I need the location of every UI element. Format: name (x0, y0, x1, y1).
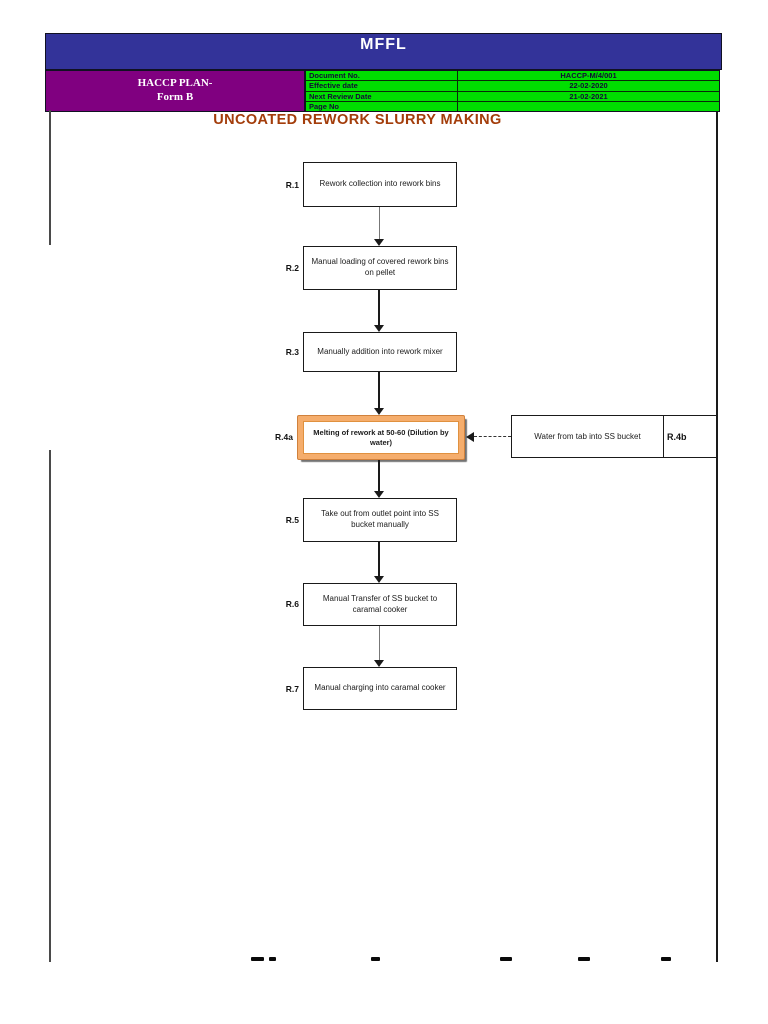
page-title: UNCOATED REWORK SLURRY MAKING (213, 112, 502, 128)
flow-arrow (379, 626, 380, 660)
review-date-label: Next Review Date (306, 91, 458, 101)
table-row: Effective date 22-02-2020 (306, 81, 719, 92)
arrow-down-icon (374, 660, 384, 667)
flow-step-r7: Manual charging into caramal cooker (303, 667, 457, 710)
flow-step-r4a-highlighted: Melting of rework at 50-60 (Dilution by … (297, 415, 465, 460)
clipped-text-fragment (661, 957, 671, 961)
flow-step-r6: Manual Transfer of SS bucket to caramal … (303, 583, 457, 626)
form-title-line1: HACCP PLAN- (137, 77, 213, 90)
arrow-down-icon (374, 576, 384, 583)
clipped-text-fragment (269, 957, 276, 961)
review-date-value: 21-02-2021 (569, 91, 608, 101)
document-info-table: Document No. HACCP-M/4/001 Effective dat… (305, 70, 720, 112)
flow-arrow (378, 372, 380, 408)
right-border-line (716, 112, 718, 962)
page-no-label: Page No (306, 101, 458, 111)
doc-no-value: HACCP-M/4/001 (560, 71, 617, 81)
step-id-r3: R.3 (285, 347, 299, 357)
doc-no-label: Document No. (306, 71, 458, 81)
form-title-cell: HACCP PLAN- Form B (45, 70, 305, 112)
arrow-down-icon (374, 325, 384, 332)
step-id-r1: R.1 (285, 180, 299, 190)
flow-step-r5: Take out from outlet point into SS bucke… (303, 498, 457, 542)
flow-arrow (379, 207, 380, 239)
company-banner: MFFL (45, 33, 722, 70)
flow-arrow (378, 290, 380, 325)
left-border-line (49, 110, 51, 245)
step-id-r4a: R.4a (275, 432, 293, 442)
dashed-connector (474, 436, 511, 437)
clipped-text-fragment (371, 957, 380, 961)
table-row: Page No (306, 101, 719, 111)
flow-step-r2: Manual loading of covered rework bins on… (303, 246, 457, 290)
arrow-down-icon (374, 491, 384, 498)
table-row: Next Review Date 21-02-2021 (306, 91, 719, 102)
arrow-down-icon (374, 239, 384, 246)
step-id-r4b: R.4b (667, 431, 687, 442)
arrow-left-icon (466, 432, 474, 442)
step-id-r5: R.5 (285, 515, 299, 525)
step-id-r6: R.6 (285, 599, 299, 609)
effective-date-value: 22-02-2020 (569, 81, 608, 91)
flow-step-r1: Rework collection into rework bins (303, 162, 457, 207)
flow-step-r4a-text: Melting of rework at 50-60 (Dilution by … (303, 421, 459, 454)
flow-step-r4b-text: Water from tab into SS bucket (512, 416, 664, 457)
form-title-line2: Form B (156, 91, 194, 103)
page-no-value (458, 102, 719, 111)
effective-date-label: Effective date (306, 81, 458, 91)
arrow-down-icon (374, 408, 384, 415)
clipped-text-fragment (578, 957, 590, 961)
left-border-line (49, 450, 51, 962)
table-row: Document No. HACCP-M/4/001 (306, 71, 719, 82)
company-name: MFFL (360, 36, 407, 53)
clipped-text-fragment (500, 957, 512, 961)
step-id-r2: R.2 (285, 263, 299, 273)
flow-arrow (378, 460, 380, 491)
flow-step-r3: Manually addition into rework mixer (303, 332, 457, 372)
flow-step-r4b: Water from tab into SS bucket R.4b (511, 415, 717, 458)
step-id-r7: R.7 (285, 684, 299, 694)
clipped-text-fragment (251, 957, 264, 961)
flow-arrow (378, 542, 380, 576)
